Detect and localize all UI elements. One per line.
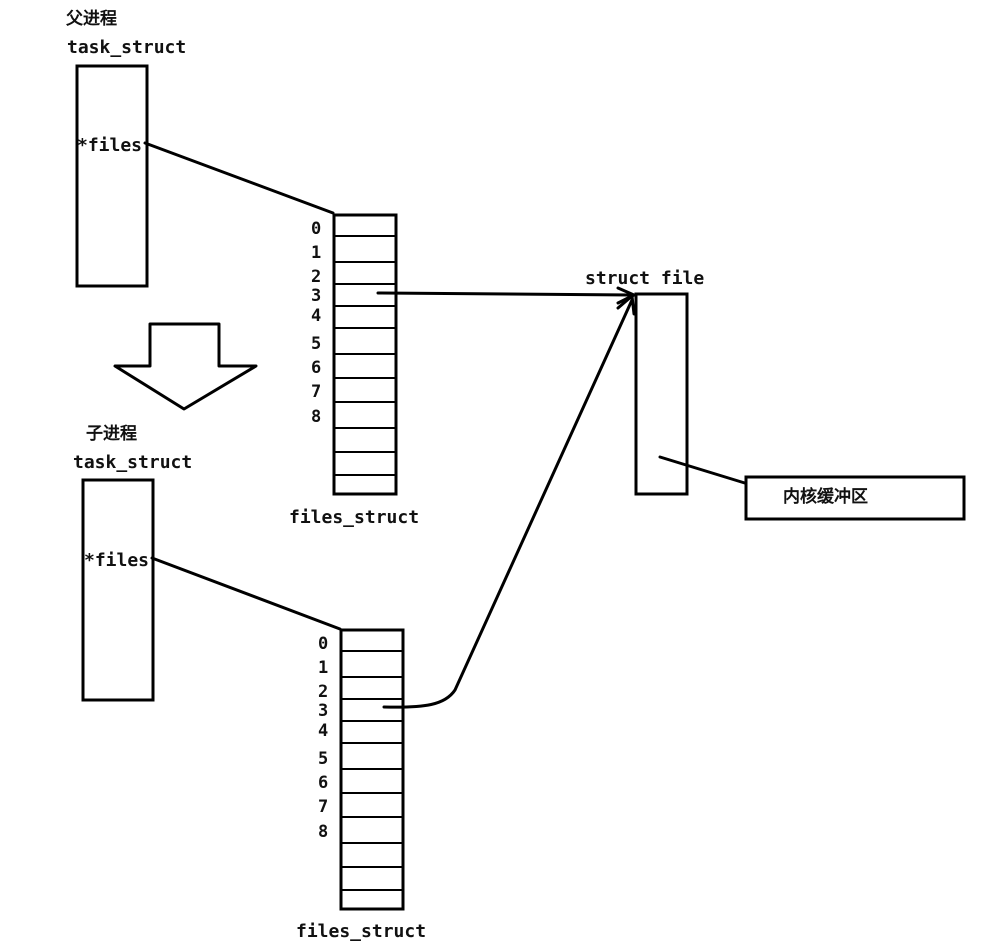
child-files-field: *files xyxy=(84,550,149,571)
buffer-pointer-line xyxy=(658,455,750,486)
fd-index-7: 7 xyxy=(311,382,321,402)
parent-fd3-arrow-line xyxy=(376,291,634,297)
fd-index-4: 4 xyxy=(318,721,328,741)
child-files-struct-label: files_struct xyxy=(296,921,426,942)
fd-index-2: 2 xyxy=(311,267,321,287)
fd-index-7: 7 xyxy=(318,797,328,817)
child-arrowhead-icon xyxy=(616,294,636,316)
fd-index-3: 3 xyxy=(311,286,321,306)
parent-files-struct-table: 0 1 234 5 6 7 8 xyxy=(311,213,398,496)
fd-index-0: 0 xyxy=(318,634,328,654)
parent-files-pointer-line xyxy=(143,141,335,215)
child-files-pointer-line xyxy=(150,556,342,631)
kernel-buffer-label: 内核缓冲区 xyxy=(783,486,868,507)
child-process-title: 子进程 xyxy=(86,424,137,444)
fd-index-2: 2 xyxy=(318,682,328,702)
parent-files-field: *files xyxy=(77,135,142,156)
fd-index-5: 5 xyxy=(311,334,321,354)
parent-task-struct-label: task_struct xyxy=(67,37,186,58)
parent-task-struct-box xyxy=(75,64,149,288)
parent-process-title: 父进程 xyxy=(65,9,117,29)
struct-file-label: struct file xyxy=(585,268,704,289)
child-files-struct-table: 0 1 234 5 6 7 8 xyxy=(318,628,405,911)
fd-index-4: 4 xyxy=(311,306,321,326)
child-fd3-arrow-line xyxy=(382,298,634,709)
fd-index-8: 8 xyxy=(318,822,328,842)
struct-file-box xyxy=(634,292,689,496)
child-task-struct-label: task_struct xyxy=(73,452,192,473)
fd-index-6: 6 xyxy=(311,358,321,378)
fd-index-1: 1 xyxy=(318,658,328,678)
kernel-buffer-box xyxy=(744,475,966,521)
fd-index-3: 3 xyxy=(318,701,328,721)
fd-index-1: 1 xyxy=(311,243,321,263)
parent-arrowhead-icon xyxy=(616,286,636,305)
child-task-struct-box xyxy=(81,478,155,702)
fd-index-8: 8 xyxy=(311,407,321,427)
parent-files-struct-label: files_struct xyxy=(289,507,419,528)
fork-down-arrow-icon xyxy=(113,322,258,411)
fd-index-5: 5 xyxy=(318,749,328,769)
fd-index-6: 6 xyxy=(318,773,328,793)
fd-index-0: 0 xyxy=(311,219,321,239)
